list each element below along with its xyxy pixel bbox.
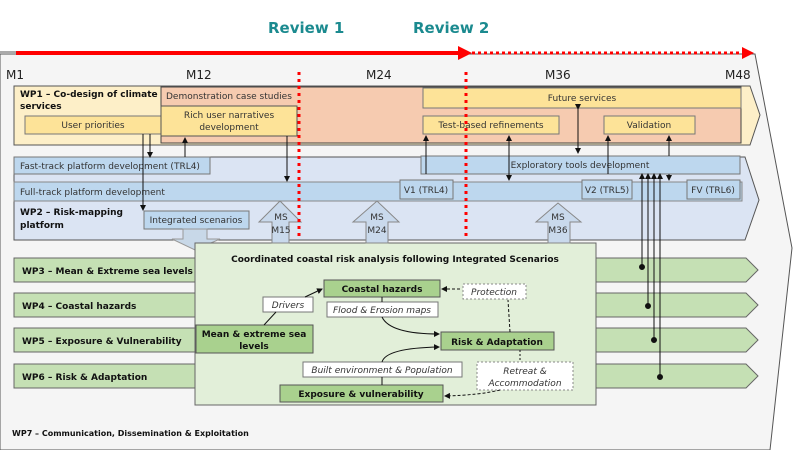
v1-box [399,179,454,200]
analysis-title: Coordinated coastal risk analysis follow… [231,255,559,265]
full-track-bar [13,181,743,202]
risk-node [440,331,555,351]
wp1-title-line1: WP1 – Co-design of climate [20,90,158,100]
retreat-line2: Accommodation [487,379,561,389]
month-m12: M12 [186,68,212,82]
sea-levels-line2: levels [239,342,269,352]
wp2-title-line2: platform [20,221,64,231]
ms-m36-line2: M36 [548,226,567,236]
month-m48: M48 [725,68,751,82]
sea-levels-node [195,324,314,354]
fast-track-box [13,156,211,175]
exposure-label: Exposure & vulnerability [298,390,423,400]
progress-arrowhead [458,46,472,60]
exploratory-tools-label: Exploratory tools development [511,161,650,171]
ms-m36-line1: MS [551,213,565,223]
review-2-label: Review 2 [413,19,489,37]
wp6-label: WP6 – Risk & Adaptation [22,373,147,383]
ms-m15-line2: M15 [271,226,290,236]
v2-box [581,179,633,200]
future-services-label: Future services [548,94,617,104]
milestone-m15: MS M15 [257,200,303,244]
review-1-label: Review 1 [268,19,344,37]
protection-label: Protection [471,288,517,298]
milestone-m36: MS M36 [534,202,583,244]
risk-label: Risk & Adaptation [451,338,543,348]
month-m24: M24 [366,68,392,82]
test-refinements-box [422,115,560,135]
ms-m15-line1: MS [274,213,288,223]
exposure-node [279,384,444,403]
month-m36: M36 [545,68,571,82]
integrated-scenarios-label: Integrated scenarios [150,216,243,226]
rich-narratives-box [160,105,298,137]
demo-cases-label: Demonstration case studies [166,92,292,102]
wp-connectors [140,104,672,380]
ms-m24-line1: MS [370,213,384,223]
retreat-line1: Retreat & [503,367,546,377]
drivers-label: Drivers [272,301,305,311]
analysis-connectors [263,286,521,399]
milestone-m24: MS M24 [351,200,401,244]
wp5-label: WP5 – Exposure & Vulnerability [22,337,182,347]
retreat-box [476,361,574,391]
rich-narratives-line2: development [199,123,259,133]
flood-maps-label: Flood & Erosion maps [333,306,431,316]
user-priorities-label: User priorities [61,121,125,131]
fv-box [686,179,741,200]
test-refinements-label: Test-based refinements [437,121,543,131]
wp4-label: WP4 – Coastal hazards [22,302,136,312]
ms-m24-line2: M24 [367,226,386,236]
coastal-hazards-label: Coastal hazards [342,285,423,295]
exploratory-tools-box [420,155,741,175]
fast-track-label: Fast-track platform development (TRL4) [20,162,200,172]
sea-levels-line1: Mean & extreme sea [202,330,307,340]
validation-box [603,115,696,135]
protection-box [462,283,527,300]
fv-label: FV (TRL6) [691,186,735,196]
validation-label: Validation [627,121,671,131]
full-track-label: Full-track platform development [20,188,165,198]
wp1-title-line2: services [20,102,62,112]
progress-arrowhead-end [742,47,754,59]
v1-label: V1 (TRL4) [404,186,448,196]
wp2-title-line1: WP2 – Risk-mapping [20,208,123,218]
wp3-label: WP3 – Mean & Extreme sea levels [22,267,193,277]
future-services-box [422,87,742,109]
rich-narratives-line1: Rich user narratives [184,111,275,121]
built-env-label: Built environment & Population [311,366,452,376]
wp7-label: WP7 – Communication, Dissemination & Exp… [12,429,249,438]
month-m1: M1 [6,68,24,82]
v2-label: V2 (TRL5) [585,186,629,196]
drivers-box [262,296,314,313]
